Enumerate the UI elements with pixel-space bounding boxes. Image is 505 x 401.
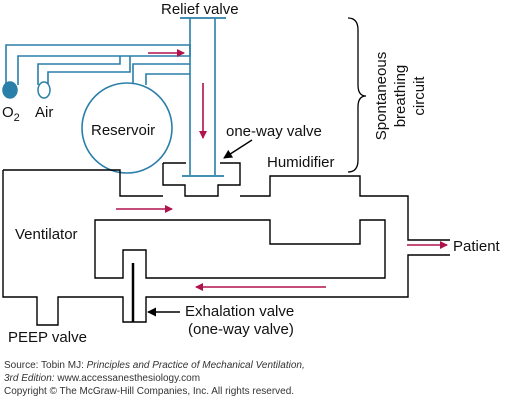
relief-valve-label: Relief valve xyxy=(161,1,239,18)
o2-cylinder xyxy=(2,81,18,99)
spontaneous-circuit-label: Spontaneous breathing circuit xyxy=(373,52,428,140)
inspiratory-limb-inner xyxy=(94,219,386,279)
edition-line: 3rd Edition: www.accessanesthesiology.co… xyxy=(4,373,201,384)
ventilator-label: Ventilator xyxy=(15,226,78,243)
ventilator-housing xyxy=(3,169,450,241)
spontaneous-circuit-brace xyxy=(347,17,367,173)
spontaneous-label-line2: breathing xyxy=(392,65,409,128)
source-url: www.accessanesthesiology.com xyxy=(57,373,201,384)
one-way-valve-box xyxy=(162,162,241,197)
air-cylinder xyxy=(37,81,51,99)
one-way-valve-label: one-way valve xyxy=(226,123,322,140)
ventilator-housing-lower xyxy=(2,170,450,326)
reservoir-label: Reservoir xyxy=(91,122,155,139)
peep-valve-label: PEEP valve xyxy=(8,329,87,346)
exhalation-valve-sublabel: (one-way valve) xyxy=(188,321,294,338)
exhalation-valve-label: Exhalation valve xyxy=(185,303,294,320)
reservoir-neck xyxy=(132,63,190,85)
o2-label: O2 xyxy=(2,104,20,124)
source-title: Principles and Practice of Mechanical Ve… xyxy=(86,360,305,371)
spontaneous-label-line3: circuit xyxy=(411,76,428,116)
copyright-line: Copyright © The McGraw-Hill Companies, I… xyxy=(4,386,295,397)
pointer-one-way-valve xyxy=(223,139,253,159)
reservoir-bag xyxy=(81,82,173,174)
ventilator-circuit-diagram: Relief valve O2 Air Reservoir one-way va… xyxy=(2,1,501,346)
source-line: Source: Tobin MJ: Principles and Practic… xyxy=(4,360,305,371)
gas-supply-manifold xyxy=(5,44,191,85)
patient-label: Patient xyxy=(453,238,501,255)
relief-valve-column xyxy=(189,18,216,175)
air-label: Air xyxy=(35,104,53,121)
spontaneous-label-line1: Spontaneous xyxy=(373,52,390,140)
source-footer: Source: Tobin MJ: Principles and Practic… xyxy=(4,359,501,398)
humidifier-label: Humidifier xyxy=(267,154,335,171)
air-supply-connector xyxy=(37,56,131,85)
ventilator-circuit xyxy=(2,162,450,326)
spontaneous-breathing-circuit xyxy=(2,17,226,177)
